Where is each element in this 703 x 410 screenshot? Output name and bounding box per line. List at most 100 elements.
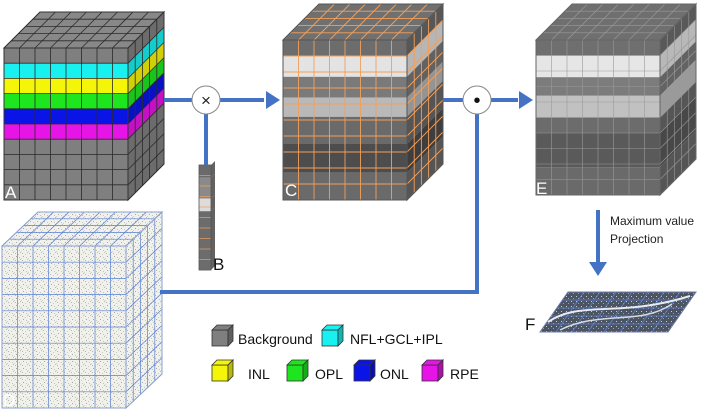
grid-line	[81, 11, 118, 49]
grid-line	[659, 127, 697, 165]
top-outline	[2, 11, 166, 49]
legend-item-background: Background	[211, 324, 313, 347]
vessel-line	[559, 303, 673, 331]
grid-line	[406, 35, 444, 73]
legend-swatch-side	[302, 359, 309, 382]
grid-line	[628, 3, 666, 41]
grid-line	[613, 3, 650, 41]
side-band	[128, 42, 164, 94]
plane-grid	[651, 291, 681, 333]
grid-line	[551, 3, 588, 41]
grid-line	[406, 147, 444, 185]
legend-swatch	[353, 364, 371, 382]
label-c: C	[285, 181, 297, 200]
grid-line	[96, 11, 134, 49]
grid-line	[63, 211, 101, 247]
projection-note-line1: Maximum value	[610, 214, 694, 228]
vessel-line	[547, 295, 691, 323]
grid-line	[406, 51, 444, 89]
grid-line	[659, 81, 697, 118]
grid-line	[659, 50, 697, 87]
grid-line	[17, 211, 54, 247]
dot-symbol: •	[473, 90, 480, 112]
column-band	[199, 165, 211, 178]
grid-line	[597, 3, 635, 41]
grid-line	[125, 227, 163, 263]
grid-line	[659, 96, 697, 134]
grid-line	[391, 3, 428, 41]
legend-swatch	[321, 329, 339, 347]
multiply-symbol: ×	[201, 91, 211, 110]
projection-image-f	[539, 291, 697, 333]
legend-label: ONL	[380, 366, 409, 382]
legend-swatch-side	[369, 359, 376, 382]
arrow-head-c	[266, 91, 280, 109]
flow-connectors	[160, 91, 607, 294]
grid-line	[659, 34, 697, 72]
column-side	[211, 161, 215, 178]
grid-line	[127, 102, 165, 140]
weight-column-b	[198, 161, 215, 271]
multiply-operator: ×	[191, 85, 221, 115]
grid-line	[125, 357, 163, 393]
grid-line	[125, 325, 163, 360]
top-outline	[534, 3, 698, 41]
grid-line	[406, 115, 444, 153]
legend-swatch	[211, 364, 229, 382]
grid-line	[375, 3, 413, 41]
legend-item-rpe: RPE	[421, 359, 479, 382]
side-band	[407, 4, 443, 56]
grid-line	[360, 3, 397, 41]
label-f: F	[525, 315, 535, 334]
grid-line	[110, 211, 147, 247]
grid-line	[659, 112, 697, 149]
legend-swatch-side	[227, 359, 234, 382]
legend-swatch-side	[337, 324, 344, 347]
label-a: A	[5, 183, 17, 202]
grid-line	[50, 11, 87, 49]
grid-line	[298, 3, 335, 41]
grid-line	[127, 148, 165, 186]
side-band	[407, 61, 443, 117]
grid-line	[127, 42, 165, 79]
grid-line	[566, 3, 604, 41]
side-band	[660, 59, 696, 118]
grid-line	[406, 131, 444, 169]
grid-line	[112, 11, 149, 49]
grid-line	[79, 211, 116, 247]
grid-line	[127, 133, 165, 170]
legend-swatch	[421, 364, 439, 382]
result-volume-cube-e	[534, 2, 698, 197]
side-band	[128, 12, 164, 64]
arrow-head-f	[589, 262, 607, 276]
grid-line	[125, 276, 163, 312]
side-band	[407, 40, 443, 98]
grid-line	[659, 143, 697, 180]
legend-swatch-side	[227, 324, 234, 347]
column-side	[211, 194, 215, 212]
column-side	[211, 207, 215, 270]
grid-line	[125, 308, 163, 344]
grid-line	[582, 3, 619, 41]
side-band	[128, 57, 164, 109]
column-side	[211, 173, 215, 199]
oct-volume-cube-d	[0, 210, 164, 410]
side-band	[128, 72, 164, 124]
side-band	[660, 131, 696, 195]
grid-line	[125, 341, 163, 376]
grid-line	[406, 19, 444, 57]
grid-line	[659, 19, 697, 56]
grid-line	[48, 211, 85, 247]
grid-line	[127, 57, 165, 94]
side-band	[660, 97, 696, 168]
layer-volume-cube-a	[2, 10, 166, 202]
legend-label: RPE	[450, 366, 479, 382]
legend-item-onl: ONL	[353, 359, 409, 382]
plane-grid	[571, 291, 601, 333]
plane-grid	[603, 291, 633, 333]
grid-line	[127, 87, 165, 125]
label-e: E	[536, 179, 547, 198]
legend-swatch	[286, 364, 304, 382]
